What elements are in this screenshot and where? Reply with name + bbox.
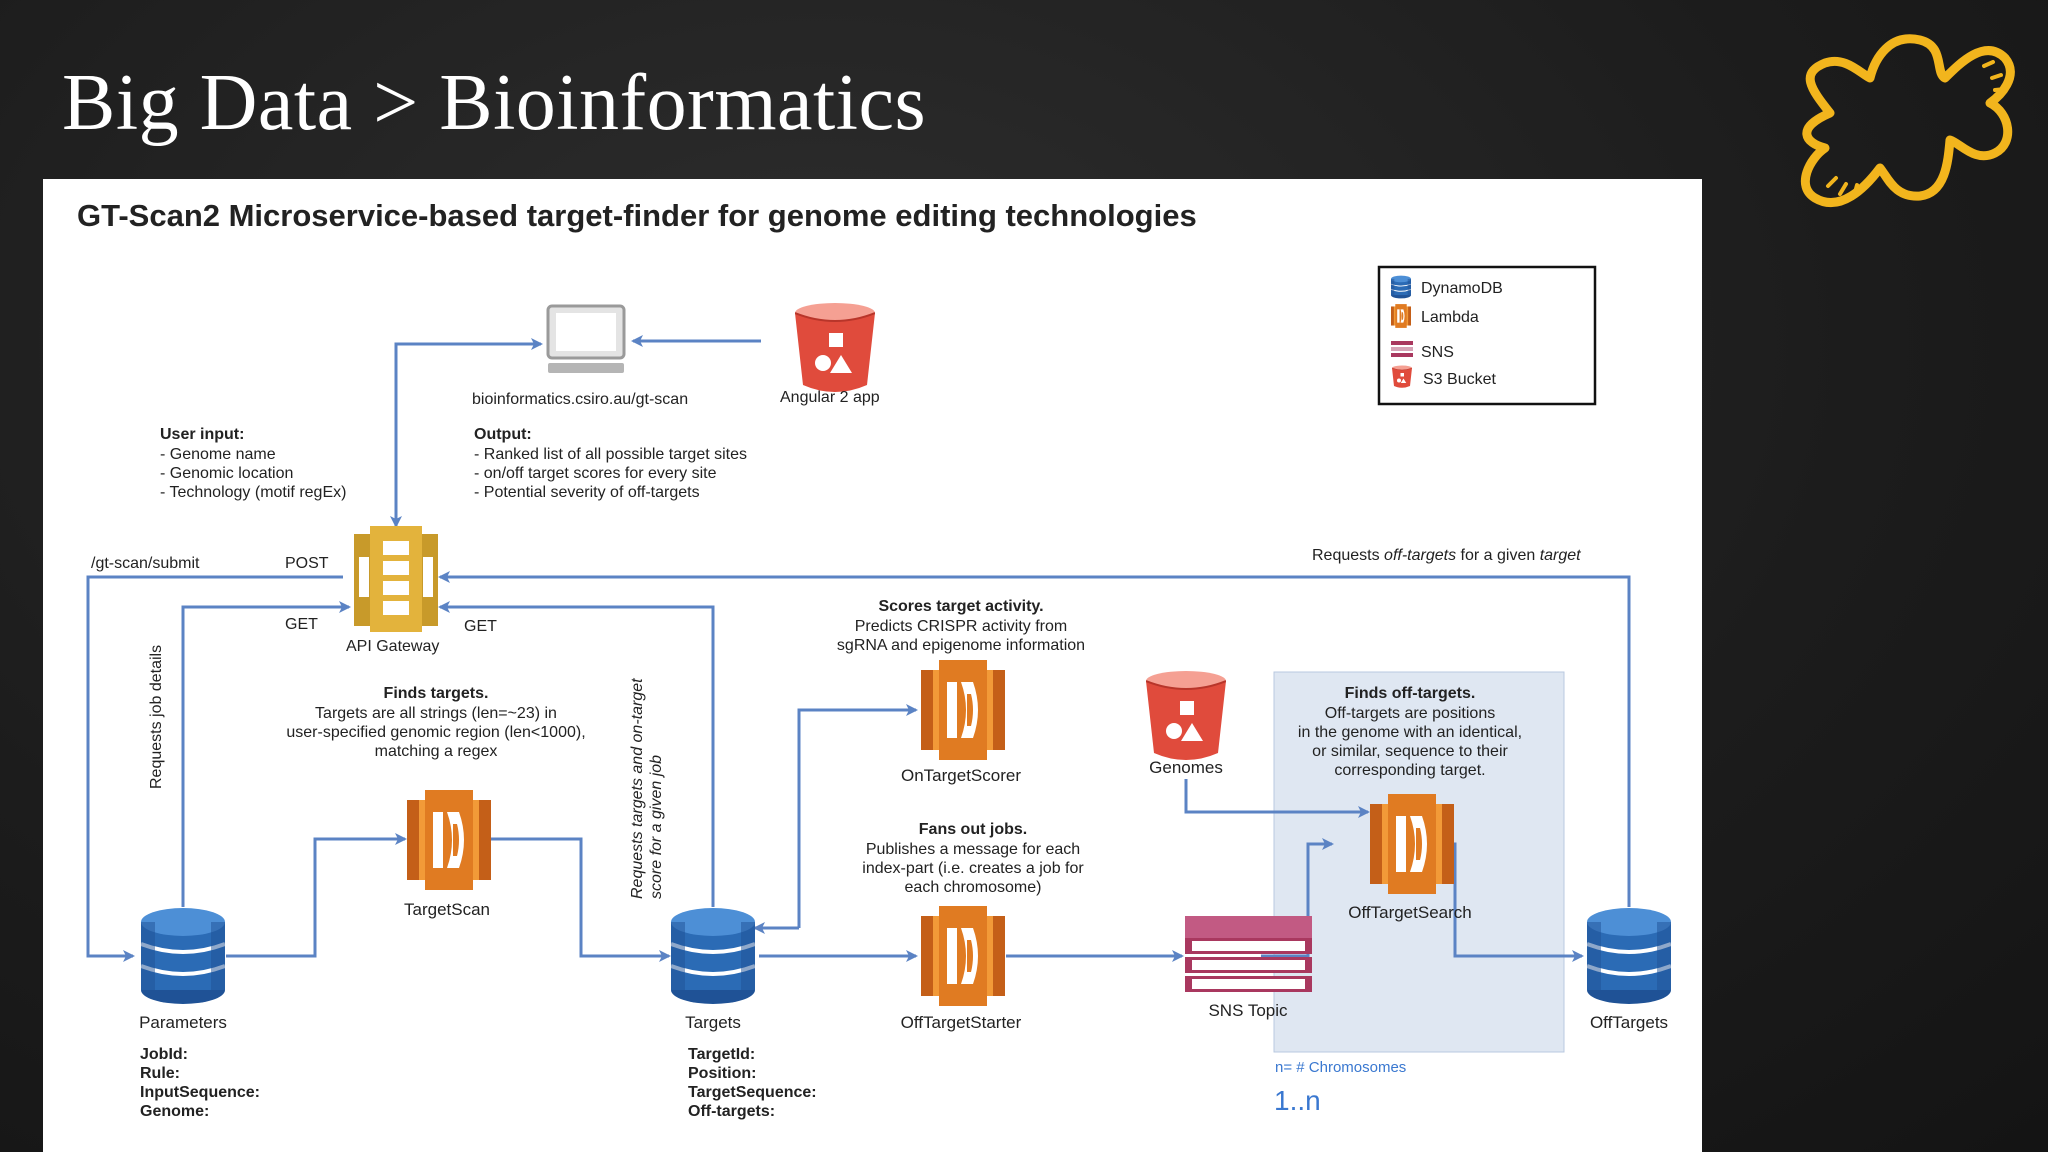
offtargets-label: OffTargets xyxy=(1590,1013,1668,1032)
legend-lambda-label: Lambda xyxy=(1421,309,1479,326)
sns-topic-icon xyxy=(1185,916,1312,992)
finds-offtargets-line: Off-targets are positions xyxy=(1325,705,1495,722)
get-left-label: GET xyxy=(285,616,318,633)
user-input-line: - Genomic location xyxy=(160,465,293,482)
legend-s3-bucket-icon xyxy=(1392,365,1412,389)
targets-label: Targets xyxy=(685,1013,741,1032)
targets-field: TargetSequence: xyxy=(688,1084,817,1101)
genomes-s3-icon xyxy=(1146,671,1226,761)
finds-targets-line: Targets are all strings (len=~23) in xyxy=(315,705,557,722)
targetscan-label: TargetScan xyxy=(404,900,490,919)
requests-job-details-label: Requests job details xyxy=(148,645,165,789)
api-gateway-icon xyxy=(354,526,438,632)
connectors xyxy=(86,335,1631,962)
scores-target-line: Predicts CRISPR activity from xyxy=(855,618,1067,635)
slide-title: Big Data > Bioinformatics xyxy=(62,59,927,147)
legend-s3-label: S3 Bucket xyxy=(1423,371,1496,388)
output-block: Output: - Ranked list of all possible ta… xyxy=(474,426,747,501)
genomes-label: Genomes xyxy=(1149,758,1223,777)
legend-dynamodb-label: DynamoDB xyxy=(1421,280,1503,297)
user-input-line: - Technology (motif regEx) xyxy=(160,484,346,501)
legend: DynamoDB Lambda SNS S3 Bucket xyxy=(1377,265,1597,406)
targets-field: Position: xyxy=(688,1065,756,1082)
architecture-diagram: GT-Scan2 Microservice-based target-finde… xyxy=(77,198,1702,1120)
targets-dynamodb-icon xyxy=(671,908,755,1004)
finds-offtargets-title: Finds off-targets. xyxy=(1345,685,1476,702)
get-right-label: GET xyxy=(464,618,497,635)
targets-field: TargetId: xyxy=(688,1046,755,1063)
finds-offtargets-line: in the genome with an identical, xyxy=(1298,724,1522,741)
parameters-field: InputSequence: xyxy=(140,1084,260,1101)
fans-out-note: Fans out jobs. Publishes a message for e… xyxy=(862,821,1084,896)
computer-icon xyxy=(546,304,626,373)
user-input-block: User input: - Genome name - Genomic loca… xyxy=(160,426,346,501)
finds-targets-line: matching a regex xyxy=(375,743,498,760)
targetscan-lambda-icon xyxy=(407,790,491,890)
finds-targets-title: Finds targets. xyxy=(384,685,489,702)
fans-out-line: index-part (i.e. creates a job for xyxy=(862,860,1084,877)
parameters-field: Rule: xyxy=(140,1065,180,1082)
scores-target-title: Scores target activity. xyxy=(878,598,1043,615)
client-label: bioinformatics.csiro.au/gt-scan xyxy=(472,391,688,408)
ontargetscorer-lambda-icon xyxy=(921,660,1005,760)
fans-out-line: each chromosome) xyxy=(905,879,1042,896)
offtargetsearch-label: OffTargetSearch xyxy=(1348,903,1471,922)
targets-fields: TargetId: Position: TargetSequence: Off-… xyxy=(688,1046,817,1120)
finds-offtargets-line: corresponding target. xyxy=(1334,762,1485,779)
offtargetstarter-lambda-icon xyxy=(921,906,1005,1006)
scores-target-note: Scores target activity. Predicts CRISPR … xyxy=(837,598,1085,654)
chromosomes-range: 1..n xyxy=(1274,1085,1321,1116)
requests-targets-label-wrap: Requests targets and on-target score for… xyxy=(629,678,665,899)
post-label: POST xyxy=(285,555,329,572)
angular-app-s3-icon xyxy=(795,303,875,393)
api-gateway-label: API Gateway xyxy=(346,638,439,655)
finds-offtargets-note: Finds off-targets. Off-targets are posit… xyxy=(1298,685,1522,779)
scores-target-line: sgRNA and epigenome information xyxy=(837,637,1085,654)
output-line: - Ranked list of all possible target sit… xyxy=(474,446,747,463)
legend-lambda-icon xyxy=(1391,304,1411,328)
legend-sns-icon xyxy=(1391,341,1413,357)
output-title: Output: xyxy=(474,426,532,443)
fans-out-title: Fans out jobs. xyxy=(919,821,1027,838)
diagram-heading: GT-Scan2 Microservice-based target-finde… xyxy=(77,198,1197,233)
angular-app-label: Angular 2 app xyxy=(780,389,880,406)
chromosomes-caption: n= # Chromosomes xyxy=(1275,1059,1406,1076)
ontargetscorer-label: OnTargetScorer xyxy=(901,766,1021,785)
offtargetstarter-label: OffTargetStarter xyxy=(901,1013,1022,1032)
output-line: - on/off target scores for every site xyxy=(474,465,717,482)
finds-targets-note: Finds targets. Targets are all strings (… xyxy=(286,685,585,760)
user-input-line: - Genome name xyxy=(160,446,276,463)
legend-sns-label: SNS xyxy=(1421,344,1454,361)
requests-targets-label: Requests targets and on-target score for… xyxy=(629,678,665,899)
fans-out-line: Publishes a message for each xyxy=(866,841,1080,858)
parameters-field: JobId: xyxy=(140,1046,188,1063)
offtargets-dynamodb-icon xyxy=(1587,908,1671,1004)
submit-path-label: /gt-scan/submit xyxy=(91,555,200,572)
finds-offtargets-line: or similar, sequence to their xyxy=(1312,743,1508,760)
user-input-title: User input: xyxy=(160,426,244,443)
parameters-dynamodb-icon xyxy=(141,908,225,1004)
diagram-panel: GT-Scan2 Microservice-based target-finde… xyxy=(43,179,1702,1152)
finds-targets-line: user-specified genomic region (len<1000)… xyxy=(286,724,585,741)
parameters-label: Parameters xyxy=(139,1013,227,1032)
parameters-field: Genome: xyxy=(140,1103,209,1120)
parameters-fields: JobId: Rule: InputSequence: Genome: xyxy=(140,1046,260,1120)
requests-offtargets-label: Requests off-targets for a given target xyxy=(1312,547,1581,564)
legend-dynamodb-icon xyxy=(1391,275,1411,299)
targets-field: Off-targets: xyxy=(688,1103,775,1120)
output-line: - Potential severity of off-targets xyxy=(474,484,700,501)
sns-topic-label: SNS Topic xyxy=(1208,1001,1288,1020)
puzzle-piece-icon xyxy=(1800,34,2015,208)
offtargetsearch-lambda-icon xyxy=(1370,794,1454,894)
